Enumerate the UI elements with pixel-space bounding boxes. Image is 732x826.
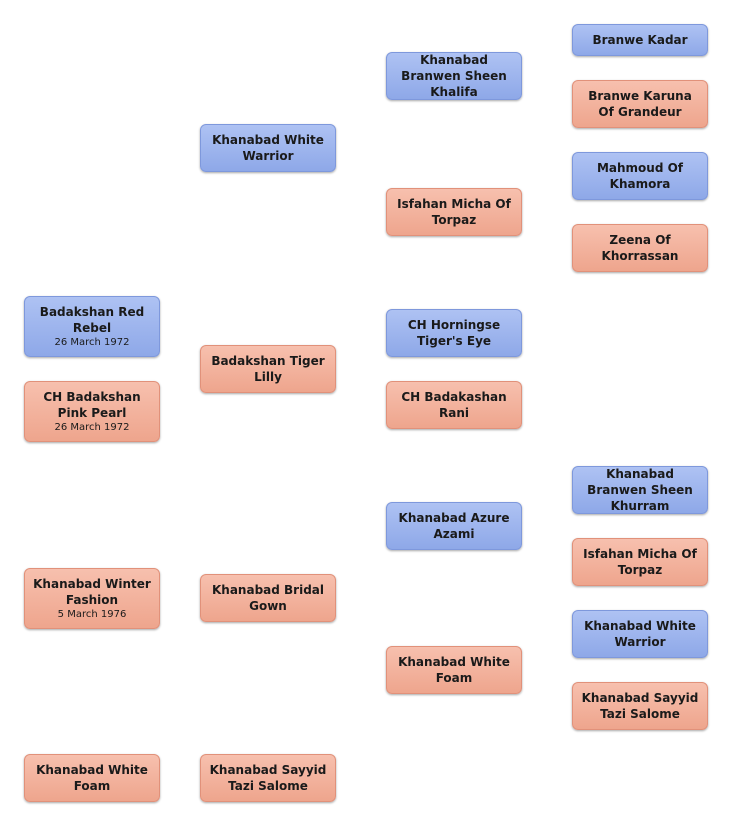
node-name: Badakshan Tiger Lilly	[211, 354, 325, 384]
pedigree-node-badakshan-red-rebel[interactable]: Badakshan Red Rebel 26 March 1972	[24, 296, 160, 357]
pedigree-node-branwe-karuna-of-grandeur[interactable]: Branwe Karuna Of Grandeur	[572, 80, 708, 128]
node-name: Khanabad Bridal Gown	[211, 583, 324, 613]
pedigree-node-khanabad-sayyid-tazi-salome-2[interactable]: Khanabad Sayyid Tazi Salome	[572, 682, 708, 730]
node-name: CH Badakashan Rani	[401, 390, 507, 420]
node-name: Zeena Of Khorrassan	[601, 233, 679, 263]
node-date: 5 March 1976	[57, 609, 127, 620]
node-name: Khanabad Branwen Sheen Khalifa	[401, 53, 507, 99]
pedigree-node-khanabad-bridal-gown[interactable]: Khanabad Bridal Gown	[200, 574, 336, 622]
pedigree-node-isfahan-micha-of-torpaz-2[interactable]: Isfahan Micha Of Torpaz	[572, 538, 708, 586]
node-name: Khanabad Azure Azami	[398, 511, 510, 541]
node-name: Branwe Kadar	[592, 33, 688, 47]
node-name: Branwe Karuna Of Grandeur	[588, 89, 692, 119]
pedigree-node-badakshan-tiger-lilly[interactable]: Badakshan Tiger Lilly	[200, 345, 336, 393]
pedigree-node-khanabad-sayyid-tazi-salome[interactable]: Khanabad Sayyid Tazi Salome	[200, 754, 336, 802]
node-name: Khanabad White Warrior	[584, 619, 696, 649]
pedigree-node-khanabad-azure-azami[interactable]: Khanabad Azure Azami	[386, 502, 522, 550]
node-date: 26 March 1972	[54, 422, 130, 433]
node-name: Khanabad White Warrior	[212, 133, 324, 163]
node-name: Isfahan Micha Of Torpaz	[583, 547, 697, 577]
node-name: CH Badakshan Pink Pearl	[43, 390, 141, 420]
node-name: Khanabad Winter Fashion	[33, 577, 151, 607]
node-name: Khanabad Sayyid Tazi Salome	[581, 691, 699, 721]
node-date: 26 March 1972	[54, 337, 130, 348]
pedigree-node-zeena-of-khorrassan[interactable]: Zeena Of Khorrassan	[572, 224, 708, 272]
node-name: Khanabad White Foam	[398, 655, 510, 685]
pedigree-node-khanabad-white-foam-2[interactable]: Khanabad White Foam	[24, 754, 160, 802]
pedigree-node-mahmoud-of-khamora[interactable]: Mahmoud Of Khamora	[572, 152, 708, 200]
pedigree-node-isfahan-micha-of-torpaz[interactable]: Isfahan Micha Of Torpaz	[386, 188, 522, 236]
pedigree-node-ch-horningse-tigers-eye[interactable]: CH Horningse Tiger's Eye	[386, 309, 522, 357]
pedigree-node-ch-badakshan-pink-pearl[interactable]: CH Badakshan Pink Pearl 26 March 1972	[24, 381, 160, 442]
node-name: Khanabad Branwen Sheen Khurram	[587, 467, 693, 513]
pedigree-node-khanabad-winter-fashion[interactable]: Khanabad Winter Fashion 5 March 1976	[24, 568, 160, 629]
node-name: Khanabad White Foam	[36, 763, 148, 793]
node-name: Khanabad Sayyid Tazi Salome	[209, 763, 327, 793]
node-name: Badakshan Red Rebel	[39, 305, 145, 335]
pedigree-node-khanabad-branwen-sheen-khalifa[interactable]: Khanabad Branwen Sheen Khalifa	[386, 52, 522, 100]
pedigree-node-khanabad-white-foam[interactable]: Khanabad White Foam	[386, 646, 522, 694]
pedigree-node-khanabad-white-warrior[interactable]: Khanabad White Warrior	[200, 124, 336, 172]
pedigree-node-ch-badakashan-rani[interactable]: CH Badakashan Rani	[386, 381, 522, 429]
node-name: Mahmoud Of Khamora	[596, 161, 684, 191]
pedigree-node-khanabad-white-warrior-2[interactable]: Khanabad White Warrior	[572, 610, 708, 658]
node-name: Isfahan Micha Of Torpaz	[397, 197, 511, 227]
node-name: CH Horningse Tiger's Eye	[407, 318, 501, 348]
pedigree-node-khanabad-branwen-sheen-khurram[interactable]: Khanabad Branwen Sheen Khurram	[572, 466, 708, 514]
pedigree-node-branwe-kadar[interactable]: Branwe Kadar	[572, 24, 708, 56]
